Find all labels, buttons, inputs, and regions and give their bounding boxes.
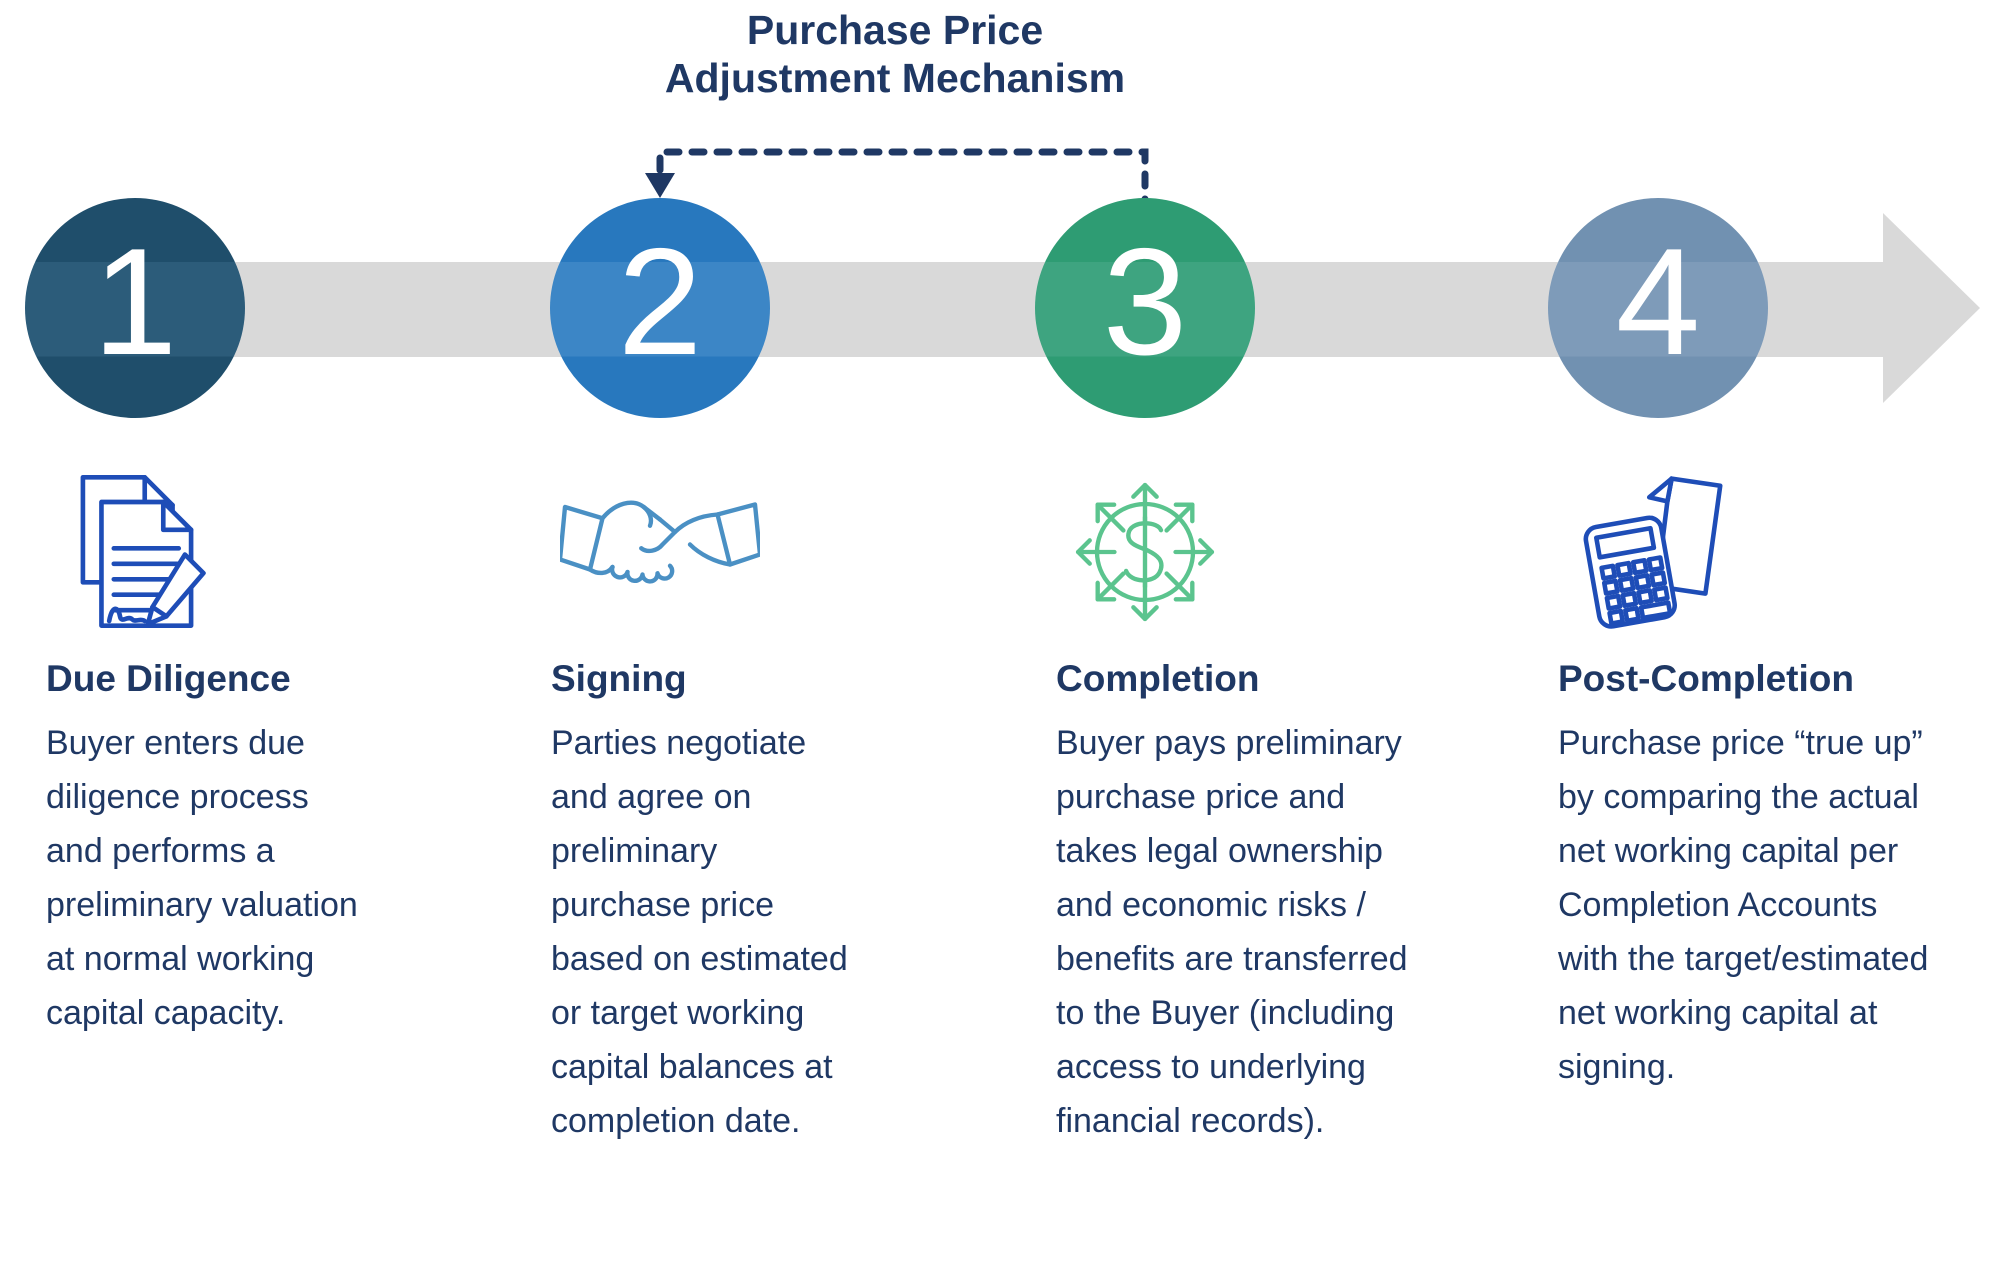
step-text-due-diligence: Due Diligence Buyer enters due diligence… [46,652,368,1040]
dashed-connector-line [656,148,1149,207]
step-circle-1: 1 [25,198,245,418]
step-body-post-completion: Purchase price “true up” by comparing th… [1558,724,1929,1086]
step-heading-completion: Completion [1056,658,1260,699]
timeline-arrowhead [1883,213,1980,403]
step-heading-signing: Signing [551,658,687,699]
step-heading-post-completion: Post-Completion [1558,658,1854,699]
step-circle-2: 2 [550,198,770,418]
calculator-paper-icon [1583,476,1723,629]
step-circle-4: 4 [1548,198,1768,418]
dollar-distribution-icon [1075,482,1215,622]
step-heading-due-diligence: Due Diligence [46,658,291,699]
step-circle-3: 3 [1035,198,1255,418]
step-text-post-completion: Post-Completion Purchase price “true up”… [1558,652,1946,1094]
step-body-completion: Buyer pays preliminary purchase price an… [1056,724,1408,1140]
step-text-signing: Signing Parties negotiate and agree on p… [551,652,863,1148]
step-number-3: 3 [1102,217,1188,387]
down-arrowhead-icon [645,173,675,198]
step-number-1: 1 [92,217,178,387]
step-body-signing: Parties negotiate and agree on prelimina… [551,724,848,1140]
page-title-line-1: Purchase Price [746,7,1044,53]
step-body-due-diligence: Buyer enters due diligence process and p… [46,724,358,1032]
page-title-line-2: Adjustment Mechanism [664,55,1126,101]
page-title: Purchase Price Adjustment Mechanism [665,6,1125,102]
step-number-4: 4 [1615,217,1701,387]
signed-documents-icon [80,474,206,628]
step-text-completion: Completion Buyer pays preliminary purcha… [1056,652,1408,1148]
handshake-icon [560,500,760,584]
step-number-2: 2 [617,217,703,387]
